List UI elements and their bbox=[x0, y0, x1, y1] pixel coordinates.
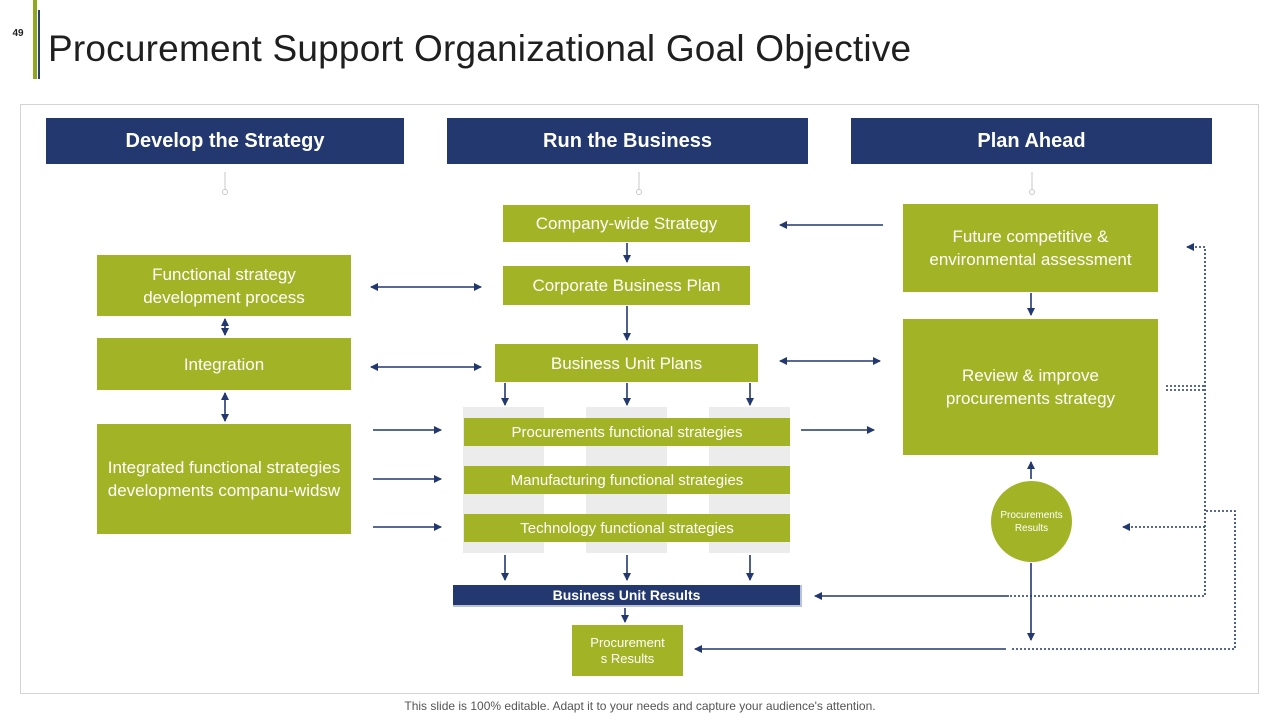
page-title: Procurement Support Organizational Goal … bbox=[48, 28, 912, 69]
footer-note: This slide is 100% editable. Adapt it to… bbox=[404, 699, 876, 713]
strip-procurements-strategies: Procurements functional strategies bbox=[464, 418, 790, 446]
box-functional-strategy: Functional strategy development process bbox=[97, 255, 351, 316]
strip-technology-strategies: Technology functional strategies bbox=[464, 514, 790, 542]
header-plan-ahead: Plan Ahead bbox=[851, 118, 1212, 164]
box-integration: Integration bbox=[97, 338, 351, 390]
box-procurement-results: Procurement s Results bbox=[572, 625, 683, 676]
circle-procurements-results: Procurements Results bbox=[991, 481, 1072, 562]
box-future-assessment: Future competitive & environmental asses… bbox=[903, 204, 1158, 292]
box-integrated-strategies: Integrated functional strategies develop… bbox=[97, 424, 351, 534]
dotted-loop-procurement bbox=[1012, 510, 1236, 650]
header-run-business: Run the Business bbox=[447, 118, 808, 164]
header-develop-strategy: Develop the Strategy bbox=[46, 118, 404, 164]
accent-bar-secondary bbox=[38, 10, 40, 79]
box-company-wide-strategy: Company-wide Strategy bbox=[503, 205, 750, 242]
diagram-frame bbox=[20, 104, 1259, 694]
box-business-unit-plans: Business Unit Plans bbox=[495, 344, 758, 382]
pin-develop-dot bbox=[222, 189, 228, 195]
page-number: 49 bbox=[12, 28, 24, 39]
box-corporate-business-plan: Corporate Business Plan bbox=[503, 266, 750, 305]
dotted-loop-bu-future bbox=[1010, 243, 1206, 597]
box-business-unit-results: Business Unit Results bbox=[453, 585, 802, 607]
pin-plan-dot bbox=[1029, 189, 1035, 195]
box-review-improve: Review & improve procurements strategy bbox=[903, 319, 1158, 455]
pin-run-dot bbox=[636, 189, 642, 195]
accent-bar bbox=[33, 0, 37, 79]
strip-manufacturing-strategies: Manufacturing functional strategies bbox=[464, 466, 790, 494]
